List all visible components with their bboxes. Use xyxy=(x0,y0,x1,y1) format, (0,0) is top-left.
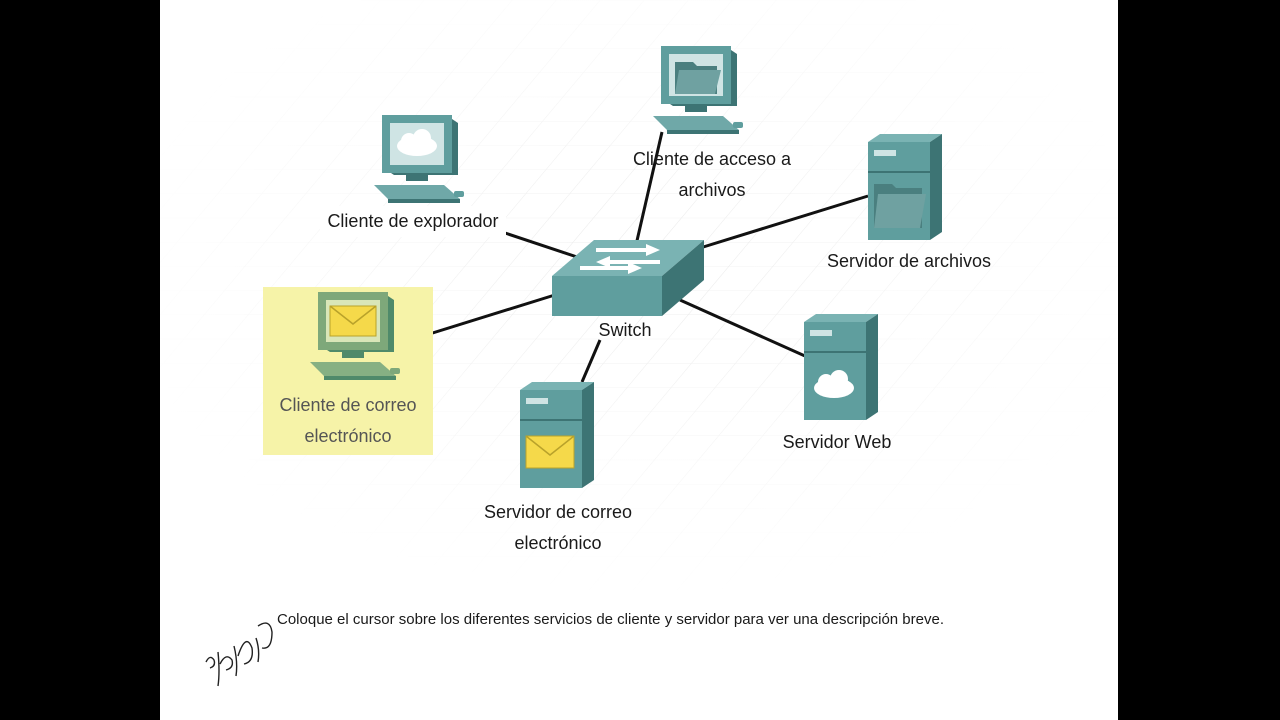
network-switch[interactable] xyxy=(550,238,710,320)
email-server-label[interactable]: Servidor de correo electrónico xyxy=(458,497,658,559)
browser-client-label[interactable]: Cliente de explorador xyxy=(320,206,506,237)
link-file-client xyxy=(634,131,664,246)
envelope-icon xyxy=(525,435,575,469)
web-server[interactable] xyxy=(802,312,882,424)
email-server[interactable] xyxy=(518,380,598,492)
email-server-label-line1: Servidor de correo xyxy=(483,502,633,522)
file-client-label[interactable]: Cliente de acceso a archivos xyxy=(612,144,812,206)
cloud-icon xyxy=(397,129,437,156)
instruction-text: Coloque el cursor sobre los diferentes s… xyxy=(277,611,944,628)
email-client-computer[interactable] xyxy=(306,290,410,385)
arrows-icon xyxy=(580,244,660,274)
envelope-icon xyxy=(329,305,377,337)
link-email-server xyxy=(580,339,602,383)
file-client-computer[interactable] xyxy=(649,44,749,139)
browser-client-computer[interactable] xyxy=(370,113,470,208)
file-client-label-line1: Cliente de acceso a xyxy=(632,149,792,169)
file-server-label[interactable]: Servidor de archivos xyxy=(826,251,992,271)
file-server[interactable] xyxy=(866,132,946,244)
cloud-icon xyxy=(814,370,854,398)
email-client-label-line2: electrónico xyxy=(304,426,392,446)
link-web-server xyxy=(679,298,806,358)
email-server-label-line2: electrónico xyxy=(514,533,602,553)
folder-icon xyxy=(675,62,721,94)
folder-icon xyxy=(874,184,926,228)
file-client-label-line2: archivos xyxy=(678,180,746,200)
web-server-label[interactable]: Servidor Web xyxy=(782,432,892,452)
diagram-stage: Cliente de explorador Cliente de acceso … xyxy=(160,0,1118,720)
link-file-server xyxy=(699,194,869,250)
switch-label[interactable]: Switch xyxy=(598,320,652,340)
handwritten-scribble xyxy=(205,622,273,687)
email-client-label-line1: Cliente de correo xyxy=(279,395,417,415)
email-client-label[interactable]: Cliente de correo electrónico xyxy=(263,390,433,452)
